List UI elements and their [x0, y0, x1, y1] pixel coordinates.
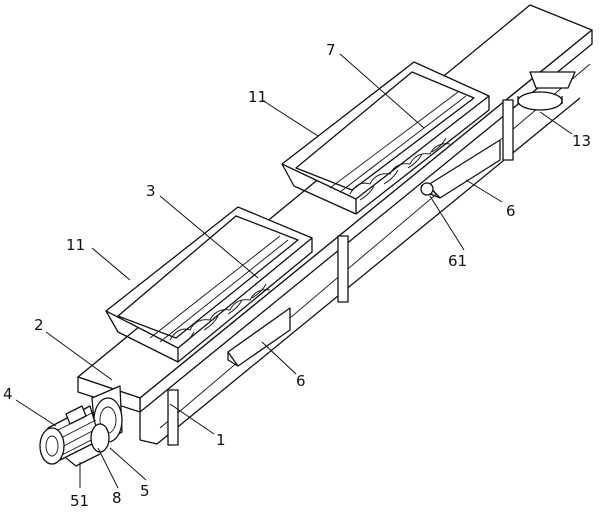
collection-box-left [227, 307, 291, 367]
label-13: 13 [572, 132, 591, 150]
label-7: 7 [326, 41, 336, 59]
label-61: 61 [448, 252, 467, 270]
label-3: 3 [146, 182, 156, 200]
discharge-chute [517, 71, 576, 111]
support-legs [167, 99, 514, 446]
label-11-left: 11 [66, 236, 85, 254]
hopper-left [105, 206, 313, 363]
label-51: 51 [70, 492, 89, 510]
label-11-right: 11 [248, 88, 267, 106]
label-4: 4 [3, 385, 13, 403]
label-1: 1 [216, 431, 226, 449]
label-8: 8 [112, 489, 122, 507]
leader-lines [15, 53, 573, 489]
label-6-left: 6 [296, 372, 306, 390]
part-labels: 1 2 3 4 5 51 6 6 61 7 8 11 11 13 [3, 41, 591, 510]
drive-unit [39, 385, 123, 467]
collection-box-right [420, 139, 501, 199]
label-5: 5 [140, 482, 150, 500]
label-6-right: 6 [506, 202, 516, 220]
conveyor-trough [77, 4, 593, 445]
label-2: 2 [34, 316, 44, 334]
hopper-right [281, 61, 490, 215]
